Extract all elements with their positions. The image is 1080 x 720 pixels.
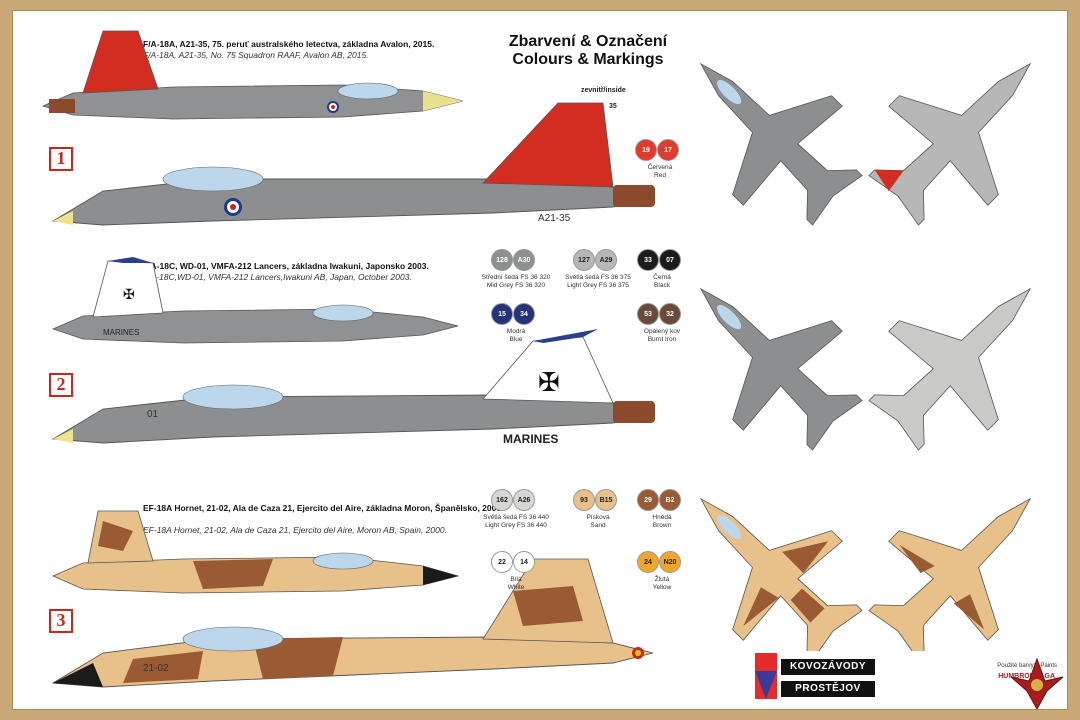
profile-1-number: 1 (49, 147, 73, 171)
paint-brands: HUMBROL / AGA (998, 673, 1055, 680)
side-profiles: A21-35 ✠ MARINES ✠ 01 MARINES (41, 30, 655, 688)
plan-2-bottom (868, 287, 1032, 451)
title-cz: Zbarvení & Označení (508, 33, 668, 50)
aircraft-2-fuselage-text: MARINES (503, 432, 558, 446)
plan-3-bottom (868, 497, 1032, 651)
paints-label: Použité barvy: / Paints (997, 663, 1057, 669)
page-title: Zbarvení & Označení Colours & Markings (483, 33, 693, 69)
inside-label: zevnitř/inside (581, 87, 626, 94)
corner-emblem-icon (1010, 657, 1064, 709)
profile-2-caption-en: F/A-18C,WD-01, VMFA-212 Lancers,Iwakuni … (143, 272, 412, 282)
aircraft-1-serial: A21-35 (538, 213, 571, 224)
logo-bottom-text: PROSTĚJOV (781, 681, 875, 697)
aircraft-2-small: ✠ MARINES (51, 257, 459, 344)
profile-3-caption-cz: EF-18A Hornet, 21-02, Ala de Caza 21, Ej… (143, 503, 504, 513)
plan-2-top (699, 287, 863, 451)
svg-text:✠: ✠ (538, 367, 560, 397)
aircraft-3-serial: 21-02 (143, 663, 169, 674)
profile-1-caption-cz: F/A-18A, A21-35, 75. peruť australského … (143, 39, 435, 49)
plan-3-top (699, 497, 863, 651)
profile-2-number: 2 (49, 373, 73, 397)
kovozavody-logo: KOVOZÁVODY PROSTĚJOV (755, 653, 875, 699)
plan-1-bottom (868, 62, 1032, 226)
plan-1-top (699, 62, 863, 226)
markings-sheet: Zbarvení & Označení Colours & Markings F… (12, 10, 1068, 710)
plan-views (699, 62, 1032, 651)
aircraft-2-large: ✠ 01 MARINES (51, 329, 655, 446)
title-en: Colours & Markings (512, 51, 664, 68)
svg-text:✠: ✠ (123, 286, 135, 302)
profile-3-number: 3 (49, 609, 73, 633)
aircraft-2-modex: 01 (147, 409, 159, 420)
aircraft-1-large: A21-35 (51, 102, 655, 226)
profile-2-caption-cz: F/A-18C, WD-01, VMFA-212 Lancers, základ… (143, 261, 429, 271)
aircraft-2-small-fuselage-text: MARINES (103, 328, 139, 337)
profile-3-caption-en: EF-18A Hornet, 21-02, Ala de Caza 21, Ej… (143, 525, 447, 535)
inside-number: 35 (609, 103, 617, 110)
aircraft-3-small (51, 510, 460, 594)
aircraft-1-small (41, 30, 464, 120)
logo-top-text: KOVOZÁVODY (781, 659, 875, 675)
aircraft-3-large: 21-02 (51, 558, 654, 688)
profile-1-caption-en: F/A-18A, A21-35, No. 75 Squadron RAAF, A… (143, 50, 369, 60)
